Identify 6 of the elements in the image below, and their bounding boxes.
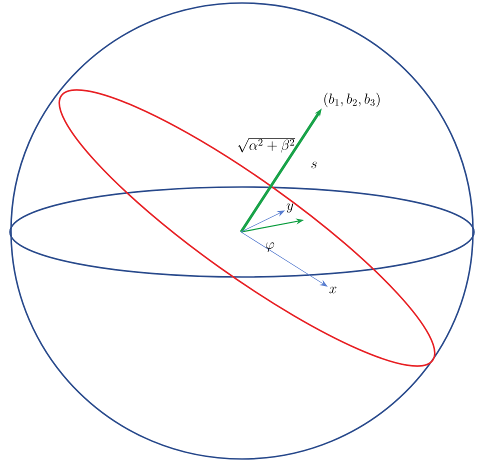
vector-label: $(b_1, b_2, b_3)$ xyxy=(324,92,380,108)
math-label: $s$ xyxy=(311,162,317,168)
vector-label: $x$ xyxy=(329,286,336,294)
math-label: $\sqrt{\alpha^2+\beta^2}$ xyxy=(238,138,296,153)
math-label: $\varphi$ xyxy=(266,242,274,252)
vector-label: $y$ xyxy=(286,203,294,213)
